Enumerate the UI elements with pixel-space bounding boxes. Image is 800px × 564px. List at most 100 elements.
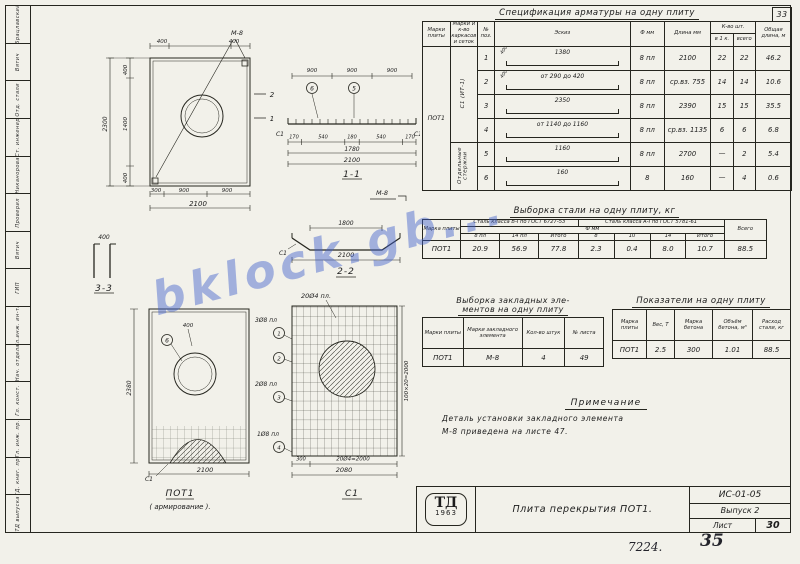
table-row: 6 160 8 160 — 4 0.6: [423, 165, 793, 191]
table-row: 4 от 1140 до 1160 8 пл ср.вз. 1135 6 6 6…: [423, 117, 793, 143]
callout-number: 3: [277, 396, 281, 402]
embed-mark-label: М-8: [231, 29, 243, 37]
col-header: Итого: [685, 232, 725, 241]
table-row: ПОТ1 2.5 300 1.01 88.5: [612, 340, 791, 359]
handwritten-number: 7224.: [628, 540, 663, 554]
col-header: Марки плиты: [422, 317, 464, 349]
strip-cell: Отд. стали: [6, 81, 30, 119]
mesh-ref-label: С1: [276, 131, 284, 138]
dim-label: 2100: [338, 251, 355, 259]
note-title: Примечание: [430, 398, 782, 410]
callout-number: 4: [277, 446, 281, 452]
strip-label: ТД выпуска: [15, 495, 21, 532]
embed-mark-label: М-8: [376, 189, 388, 197]
cell: 22: [732, 45, 756, 71]
cell: 8 пл: [629, 69, 665, 95]
mesh-ref-label: С1: [414, 131, 420, 138]
spec-table: Марки плиты Марки и к-во каркасов и сето…: [422, 20, 793, 191]
steel-table-block: Выборка стали на одну плиту, кг Марка пл…: [421, 206, 768, 259]
steel-title-text: Выборка стали на одну плиту, кг: [509, 206, 680, 218]
view-caption: ПОТ1: [165, 489, 194, 499]
strip-cell: Нач. отдела: [6, 345, 30, 383]
embedded-title-line1: Выборка закладных эле-: [456, 296, 570, 305]
cell: 3: [477, 93, 496, 119]
strip-label: Никанорова: [15, 156, 21, 194]
col-header: Сталь класса В-I по ГОСТ 6727-53: [460, 219, 579, 227]
cell: 10.6: [754, 69, 793, 95]
col-header: Марки и к-во каркасов и сеток: [449, 21, 479, 47]
reinf-plan-linework: [130, 308, 250, 500]
view-caption: 3-3: [95, 284, 113, 294]
spec-title-text: Спецификация арматуры на одну плиту: [495, 8, 699, 20]
cell: 4: [732, 165, 756, 191]
dim-label: 900: [179, 188, 190, 194]
col-header: Марка бетона: [674, 309, 713, 341]
indicators-table-block: Показатели на одну плиту Марка плиты Вес…: [612, 296, 791, 359]
dim-label: 400: [183, 323, 194, 329]
bar-spec-label: 3Ø8 пл: [255, 317, 277, 324]
cell: 15: [710, 93, 734, 119]
dim-label: 300: [296, 457, 306, 463]
dim-label: 180: [347, 135, 357, 141]
strip-cell: Ст. инженер: [6, 119, 30, 157]
strip-cell: ГИП: [6, 269, 30, 308]
cell: 8 пл: [629, 117, 665, 143]
bar-spec-label: 1Ø8 пл: [257, 431, 279, 438]
dim-label: 400: [229, 39, 240, 45]
col-header: Марка плиты: [612, 309, 647, 341]
drawing-views: 400 400 М-8 400 1400 400 2300 300 900 90…: [93, 29, 420, 511]
stamp-year: 1963: [435, 509, 457, 517]
col-header: Расход стали, кг: [752, 309, 791, 341]
sheet-number: 30: [766, 519, 780, 531]
cell: 2: [477, 69, 496, 95]
cell: 46.2: [754, 45, 793, 71]
cell: 20.9: [460, 239, 501, 259]
embedded-table-block: Выборка закладных эле- ментов на одну пл…: [422, 296, 604, 367]
view-caption: 1-1: [343, 170, 361, 180]
cell: 35.5: [754, 93, 793, 119]
col-header: Общая длина, м: [754, 21, 793, 47]
cell: 14: [710, 69, 734, 95]
col-header: Итого: [538, 232, 579, 241]
dim-label: 2380: [126, 380, 133, 395]
view-caption-sub: ( армирование ).: [149, 503, 210, 511]
cell: 2.3: [577, 239, 615, 259]
dim-label: 2300: [102, 116, 109, 131]
cell: 14: [732, 69, 756, 95]
table-row: 3 2350 8 пл 2390 15 15 35.5: [423, 93, 793, 119]
dim-label: 2100: [189, 200, 207, 208]
section-3-3-linework: [93, 243, 116, 294]
cell: 22: [710, 45, 734, 71]
callout-number: 6: [165, 338, 169, 345]
strip-label: Проверил: [15, 197, 21, 228]
dim-label: 400: [98, 234, 110, 241]
cell: ПОТ1: [421, 239, 462, 259]
strip-label: Брацлавский: [15, 6, 21, 44]
bar-spec-label: 2Ø8 пл: [255, 381, 277, 388]
dim-label: 170: [289, 135, 299, 141]
col-header: Эскиз: [494, 21, 631, 47]
note-text-line: М-8 приведена на листе 47.: [442, 427, 569, 436]
col-header: № поз.: [477, 21, 496, 47]
strip-cell: Вятич: [6, 232, 30, 270]
cell: ср.вз. 755: [663, 69, 712, 95]
cell: —: [710, 141, 734, 167]
cell: 8 пл: [629, 141, 665, 167]
strip-cell: Брацлавский: [6, 6, 30, 44]
strip-cell: Гл. инж. пр.: [6, 420, 30, 458]
col-header: № листа: [564, 317, 604, 349]
cell: 2100: [663, 45, 712, 71]
signature-strip: Брацлавский Вятич Отд. стали Ст. инженер…: [6, 6, 31, 532]
spec-title: Спецификация арматуры на одну плиту 33: [422, 7, 792, 22]
cell: 300: [674, 340, 713, 359]
mesh-ref-label: С1: [279, 250, 287, 257]
title-block: ТД 1963 Плита перекрытия ПОТ1. ИС-01-05 …: [416, 486, 790, 532]
dim-label: 400: [123, 64, 129, 75]
strip-cell: ТД. книг. пр.: [6, 458, 30, 496]
dim-label: 300: [151, 188, 162, 194]
cell: ПОТ1: [612, 340, 647, 359]
cell: 10.7: [685, 239, 725, 259]
dim-label: 100×20=2000: [404, 360, 410, 401]
